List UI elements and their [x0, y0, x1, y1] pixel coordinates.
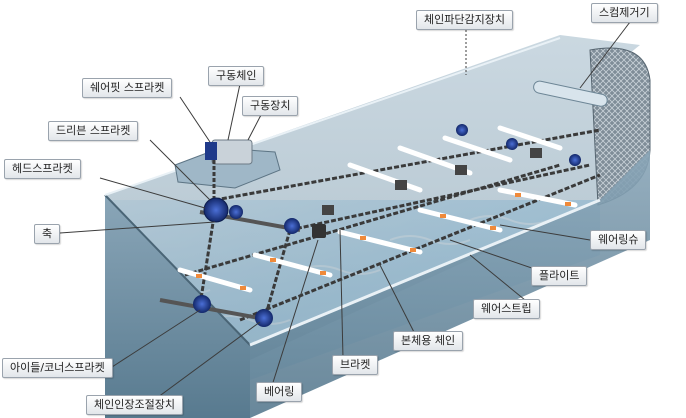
head-sprocket-wheel-3 — [284, 218, 300, 234]
head-sprocket-wheel-2 — [229, 205, 243, 219]
leader-lines — [59, 21, 631, 404]
label-shaft: 축 — [34, 224, 61, 244]
label-bearing: 베어링 — [256, 382, 303, 402]
basin-front-wall — [250, 150, 650, 418]
label-drive-chain: 구동체인 — [208, 66, 265, 86]
label-chain-tension-adjuster: 체인인장조절장치 — [86, 395, 183, 415]
vertical-chain-left — [198, 209, 217, 306]
flights — [177, 125, 578, 293]
basin-side-wall — [105, 195, 250, 418]
label-drive-unit: 구동장치 — [242, 96, 299, 116]
scum-pipe — [533, 80, 608, 107]
far-sprocket-2 — [506, 138, 518, 150]
label-chain-break-detector: 체인파단감지장치 — [416, 10, 513, 30]
idler-sprocket-left — [193, 295, 211, 313]
label-bracket: 브라켓 — [332, 355, 379, 375]
far-sprocket-1 — [456, 124, 468, 136]
wearing-shoes — [196, 193, 571, 290]
label-main-chain: 본체용 체인 — [393, 331, 464, 351]
front-wall-top-edge — [249, 198, 601, 347]
label-wear-pit-sprocket: 쉐어핏 스프라켓 — [82, 78, 173, 98]
far-sprocket-3 — [569, 154, 581, 166]
label-flight: 플라이트 — [531, 266, 588, 286]
brackets — [322, 148, 542, 215]
label-head-sprocket: 헤드스프라켓 — [4, 159, 81, 179]
drive-gearbox — [205, 142, 217, 160]
label-idler-corner-sprocket: 아이들/코너스프라켓 — [2, 358, 113, 378]
drive-motor — [211, 139, 253, 165]
vertical-chain-right — [263, 229, 292, 319]
bearing-block — [312, 224, 326, 238]
lower-chain-left — [184, 163, 561, 277]
basin-top-rim — [105, 35, 640, 360]
upper-chain-right — [289, 163, 591, 232]
label-driven-sprocket: 드리븐 스프라켓 — [48, 121, 139, 141]
label-scum-remover: 스컴제거기 — [591, 3, 658, 23]
head-sprocket-wheel — [203, 197, 229, 223]
idler-shaft — [159, 298, 271, 322]
label-wear-strip: 웨어스트립 — [473, 299, 540, 319]
label-wearing-shoe: 웨어링슈 — [590, 230, 647, 250]
